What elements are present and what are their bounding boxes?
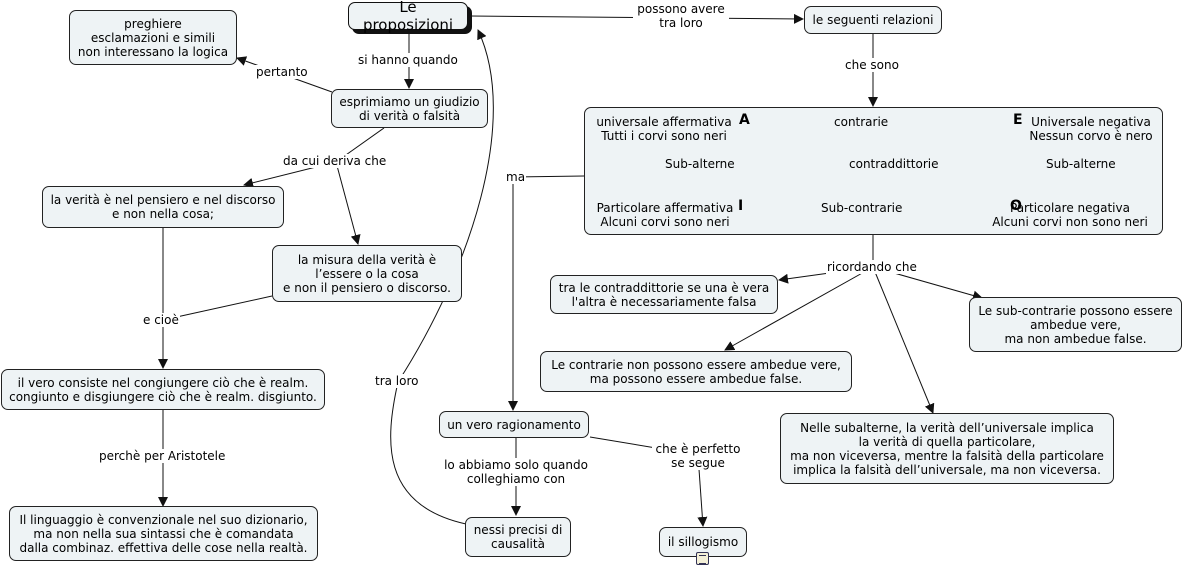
label-che-sono: che sono — [844, 58, 900, 72]
link-nessi-root — [390, 29, 494, 525]
node-contraddittorie[interactable]: tra le contraddittorie se una è vera l'a… — [550, 275, 778, 314]
node-vero-consiste[interactable]: il vero consiste nel congiungere ciò che… — [1, 369, 325, 410]
square-e-text: Universale negativa Nessun corvo è nero — [1029, 115, 1153, 143]
node-preghiere[interactable]: preghiere esclamazioni e simili non inte… — [69, 10, 237, 65]
node-contrarie[interactable]: Le contrarie non possono essere ambedue … — [540, 351, 852, 392]
square-contraddittorie-label: contraddittorie — [849, 157, 939, 171]
label-perche-aristotele: perchè per Aristotele — [98, 449, 227, 463]
square-contrarie-label: contrarie — [834, 115, 889, 129]
square-i-text: Particolare affermativa Alcuni corvi son… — [596, 201, 734, 229]
link-ricordando-subalterne — [872, 266, 935, 414]
node-subalterne[interactable]: Nelle subalterne, la verità dell’univers… — [780, 413, 1114, 484]
node-relazioni[interactable]: le seguenti relazioni — [804, 6, 942, 34]
root-node[interactable]: Le proposizioni — [348, 0, 468, 34]
label-tra-loro: tra loro — [374, 374, 420, 388]
node-giudizio[interactable]: esprimiamo un giudizio di verità o falsi… — [331, 89, 488, 128]
square-e-letter: E — [1013, 112, 1023, 128]
label-da-cui-deriva: da cui deriva che — [282, 154, 388, 168]
link-misura-cioe — [162, 295, 273, 321]
square-subalterne-right: Sub-alterne — [1046, 157, 1116, 171]
label-e-cioe: e cioè — [142, 313, 180, 327]
node-square-of-opposition[interactable] — [584, 107, 1163, 235]
document-icon[interactable] — [696, 552, 709, 565]
label-ricordando-che: ricordando che — [826, 260, 918, 274]
square-a-letter: A — [739, 112, 750, 128]
link-deriva-misura — [335, 161, 361, 245]
node-verita-pensiero[interactable]: la verità è nel pensiero e nel discorso … — [42, 186, 284, 228]
node-subcontrarie[interactable]: Le sub-contrarie possono essere ambedue … — [969, 297, 1182, 352]
node-ragionamento[interactable]: un vero ragionamento — [439, 411, 589, 438]
label-possono-avere: possono avere tra loro — [633, 2, 729, 30]
square-subalterne-left: Sub-alterne — [665, 157, 735, 171]
square-subcontrarie-label: Sub-contrarie — [821, 201, 903, 215]
square-o-letter: O — [1010, 198, 1022, 214]
label-che-perfetto: che è perfetto se segue — [652, 442, 744, 470]
node-linguaggio[interactable]: Il linguaggio è convenzionale nel suo di… — [9, 506, 318, 561]
link-ricordando-contrarie — [724, 266, 874, 351]
label-pertanto: pertanto — [255, 65, 309, 79]
square-o-text: Particolare negativa Alcuni corvi non so… — [992, 201, 1148, 229]
label-si-hanno-quando: si hanno quando — [357, 53, 459, 67]
label-ma: ma — [505, 170, 527, 184]
node-misura[interactable]: la misura della verità è l’essere o la c… — [272, 245, 462, 302]
square-a-text: universale affermativa Tutti i corvi son… — [596, 115, 732, 143]
node-nessi[interactable]: nessi precisi di causalità — [465, 517, 571, 557]
square-i-letter: I — [738, 198, 744, 214]
label-solo-quando: lo abbiamo solo quando colleghiamo con — [440, 458, 592, 486]
